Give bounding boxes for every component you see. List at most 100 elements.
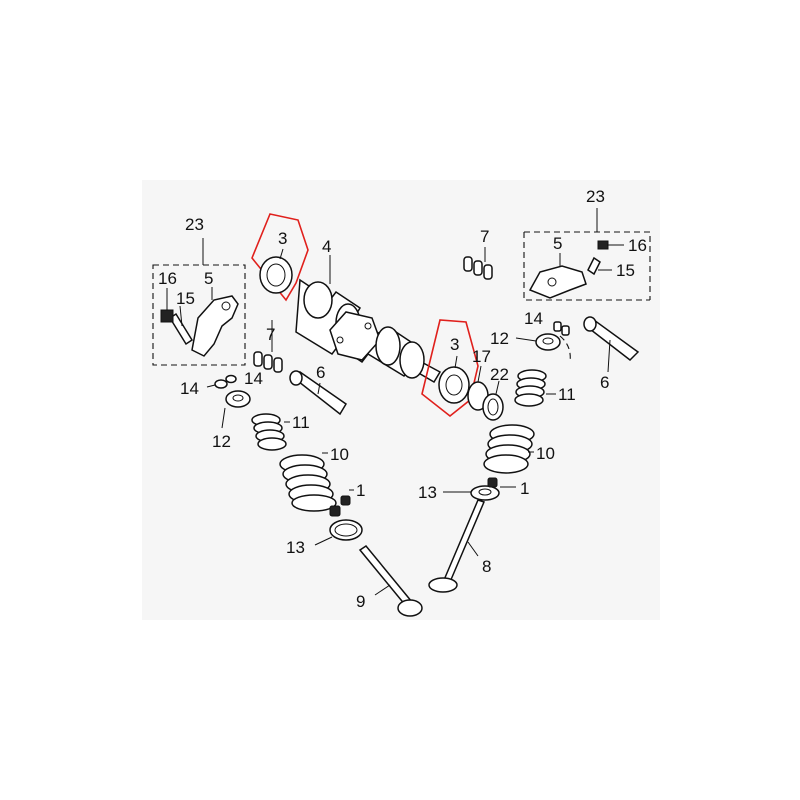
right-valve-head-8 — [428, 577, 458, 593]
right-12-leader — [515, 337, 537, 342]
label-23-right: 23 — [586, 187, 605, 206]
left-14a-leader — [206, 384, 216, 388]
left-outer-spring-10 — [279, 454, 337, 512]
right-bearing-highlight — [421, 319, 479, 418]
left-6-leader — [317, 382, 321, 395]
left-12-leader — [221, 407, 226, 429]
right-valve-cap-inner — [542, 337, 554, 345]
left-bearing-highlight — [251, 213, 309, 302]
right-keeper-1 — [487, 477, 498, 488]
label-3-left: 3 — [278, 229, 287, 248]
left-assembly-dashed-box — [152, 264, 246, 366]
left-valve-group — [314, 489, 423, 617]
label-14b-left: 14 — [244, 369, 263, 388]
right-8-leader — [467, 541, 479, 557]
right-inner-spring-11 — [514, 369, 547, 407]
left-9-leader — [374, 584, 391, 596]
label-12-right: 12 — [490, 329, 509, 348]
left-shim-14a — [214, 379, 228, 389]
right-assembly-dashed-box — [523, 232, 650, 301]
right-clip-2 — [473, 260, 483, 276]
label-23-left: 23 — [185, 215, 204, 234]
left-rocker-pivot-hole — [221, 301, 231, 311]
left-shim-14b — [225, 374, 237, 384]
right-valve-stem — [442, 499, 486, 583]
right-seal-group — [467, 365, 504, 421]
left-clip-3 — [273, 357, 283, 373]
right-lock-nut — [597, 240, 609, 250]
left-valve-head-9 — [397, 599, 423, 617]
label-5-right: 5 — [553, 234, 562, 253]
left-clip-group — [253, 320, 283, 373]
label-5-left: 5 — [204, 269, 213, 288]
label-12-left: 12 — [212, 432, 231, 451]
right-assembly-dashed-box-top — [524, 231, 651, 300]
right-seal-22-inner — [487, 398, 499, 416]
left-valve-stem — [358, 544, 414, 608]
left-bearing-group — [251, 213, 309, 302]
right-shim-and-cap-parts — [515, 321, 571, 363]
right-valve-cap-12 — [535, 333, 561, 351]
right-bearing-3 — [438, 366, 470, 404]
right-bearing-inner-race — [445, 374, 463, 396]
label-13-right: 13 — [418, 483, 437, 502]
camshaft-lobe-4 — [399, 341, 425, 379]
right-retainer-13 — [470, 485, 500, 501]
label-7-right: 7 — [480, 227, 489, 246]
right-shim-14a — [553, 321, 562, 332]
label-11-right: 11 — [558, 385, 576, 404]
label-6-left: 6 — [316, 363, 325, 382]
right-retainer-inner — [478, 488, 492, 496]
camshaft-lobe-3 — [375, 326, 401, 366]
left-valve-cap-12 — [225, 390, 251, 408]
left-3-leader — [279, 248, 284, 260]
left-rocker-arm — [191, 295, 239, 357]
right-rocker-pivot-hole — [547, 277, 557, 287]
label-16-left: 16 — [158, 269, 177, 288]
label-16-right: 16 — [628, 236, 647, 255]
right-pin-end — [583, 316, 597, 332]
label-15-left: 15 — [176, 289, 195, 308]
label-11-left: 11 — [292, 413, 310, 432]
left-pin-group — [289, 370, 348, 416]
right-rocker-arm-assembly — [523, 208, 651, 301]
right-seal-22 — [482, 393, 504, 421]
right-14-dashed-path — [559, 335, 571, 363]
right-bearing-group — [421, 319, 479, 418]
left-13-leader — [314, 536, 333, 546]
left-15-leader — [179, 305, 183, 327]
left-clip-2 — [263, 354, 273, 370]
right-valve-group — [428, 477, 516, 593]
left-clip-1 — [253, 351, 263, 367]
label-17: 17 — [472, 347, 491, 366]
left-inner-spring-11 — [251, 413, 287, 451]
flange-hole-1 — [336, 336, 344, 344]
label-8: 8 — [482, 557, 491, 576]
left-seal-ring-13 — [329, 519, 363, 541]
left-spring-group — [251, 413, 337, 512]
right-rocker-arm — [528, 265, 587, 299]
label-14-right: 14 — [524, 309, 543, 328]
left-keeper-1 — [329, 505, 341, 517]
right-clip-1 — [463, 256, 473, 272]
label-1-right: 1 — [520, 479, 529, 498]
label-4: 4 — [322, 237, 331, 256]
left-valve-cap-inner — [232, 394, 244, 402]
left-pin-end — [289, 370, 303, 386]
label-10-left: 10 — [330, 445, 349, 464]
right-clip-3 — [483, 264, 493, 280]
label-9: 9 — [356, 592, 365, 611]
part-number-labels: 23 16 5 15 14 14 12 3 4 7 6 11 10 1 13 9… — [158, 187, 647, 611]
left-seal-ring-inner — [334, 523, 358, 537]
right-22-leader — [495, 380, 500, 395]
right-outer-spring-10 — [483, 424, 535, 474]
label-10-right: 10 — [536, 444, 555, 463]
left-keeper-1b — [340, 495, 351, 506]
right-adjuster-screw — [587, 256, 601, 276]
right-shim-14b — [561, 325, 570, 336]
label-22: 22 — [490, 365, 509, 384]
label-15-right: 15 — [616, 261, 635, 280]
right-3-leader — [454, 355, 458, 369]
